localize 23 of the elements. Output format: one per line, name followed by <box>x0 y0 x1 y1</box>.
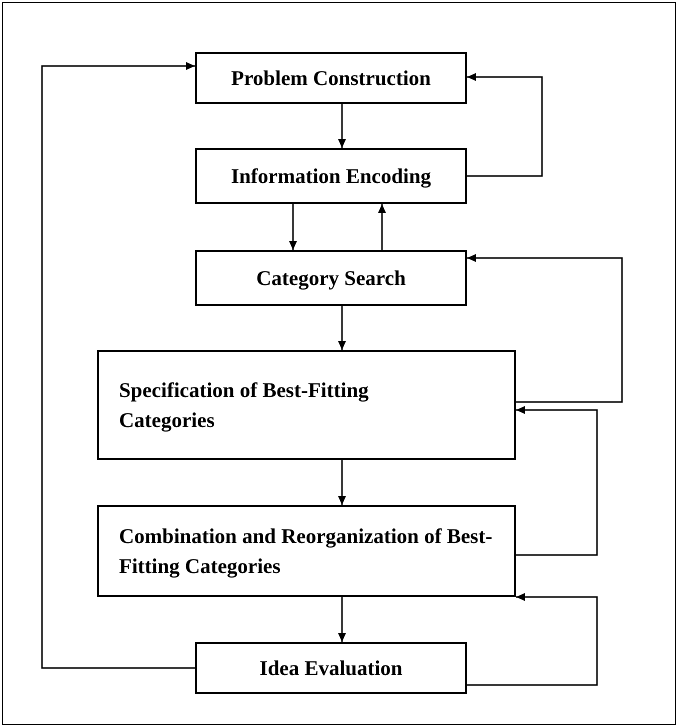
arrow <box>338 104 346 148</box>
arrow <box>378 204 386 250</box>
process-box <box>97 505 516 597</box>
arrow <box>467 254 623 403</box>
process-box <box>195 148 467 204</box>
arrow <box>289 204 297 250</box>
box-label: Information Encoding <box>230 163 432 190</box>
arrow <box>338 460 346 505</box>
process-box <box>97 350 516 460</box>
process-box <box>195 250 467 306</box>
arrow <box>338 306 346 350</box>
process-box <box>195 52 467 104</box>
box-label: Category Search <box>256 265 406 292</box>
box-label: Combination and Reorganization of Best-Fitting Categories <box>119 523 494 580</box>
arrow <box>516 406 598 556</box>
box-label: Specification of Best-Fitting Categories <box>119 377 370 434</box>
arrow <box>467 73 543 177</box>
arrow <box>338 597 346 642</box>
arrow <box>467 593 598 686</box>
process-box <box>195 642 467 694</box>
arrow <box>41 62 195 669</box>
box-label: Idea Evaluation <box>260 655 402 682</box>
box-label: Problem Construction <box>231 65 431 92</box>
